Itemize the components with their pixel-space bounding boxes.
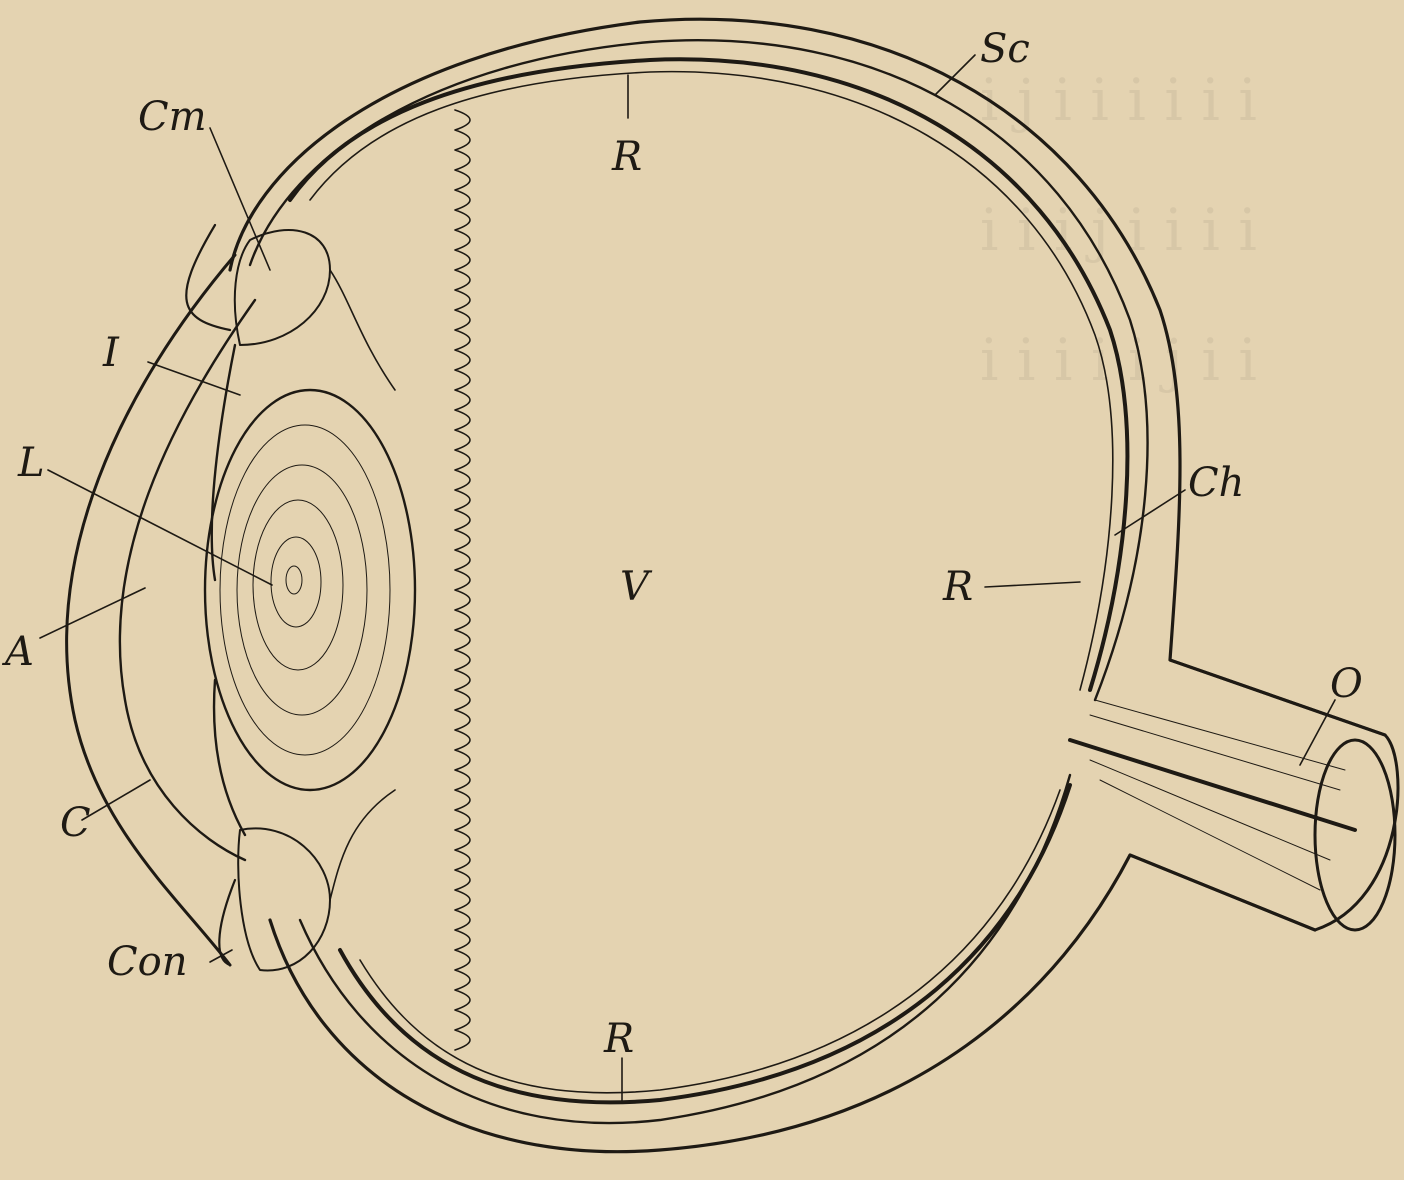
label-iris: I — [102, 330, 120, 376]
choroid-layer — [288, 57, 1130, 1105]
leader-lines — [39, 54, 1336, 1103]
label-sclera: Sc — [980, 26, 1030, 72]
vitreous-scalloped-edge — [454, 109, 471, 1051]
label-retina-bottom: R — [603, 1016, 634, 1062]
optic-nerve — [1068, 658, 1400, 932]
label-cornea: C — [60, 800, 91, 846]
zonule-fibers — [329, 269, 396, 901]
label-optic-nerve: O — [1330, 661, 1363, 707]
retina-layer — [309, 70, 1114, 1094]
svg-text:i j i i i i i i: i j i i i i i i — [980, 66, 1257, 134]
label-aqueous: A — [1, 629, 34, 675]
ciliary-body — [233, 229, 331, 972]
cornea — [65, 253, 237, 967]
label-choroid: Ch — [1188, 460, 1244, 506]
label-retina-top: R — [611, 134, 642, 180]
label-lens: L — [17, 440, 45, 486]
lens — [203, 388, 417, 792]
diagram-labels: Sc Cm R I L A C Con V Ch R O R — [1, 26, 1363, 1062]
cornea-inner — [118, 298, 257, 862]
conjunctiva — [185, 223, 237, 967]
label-retina-side: R — [942, 564, 973, 610]
iris — [210, 343, 247, 837]
label-conjunctiva: Con — [107, 939, 187, 985]
label-vitreous: V — [620, 564, 653, 610]
label-ciliary-muscle: Cm — [138, 94, 207, 140]
sclera-outer — [228, 17, 1387, 1154]
